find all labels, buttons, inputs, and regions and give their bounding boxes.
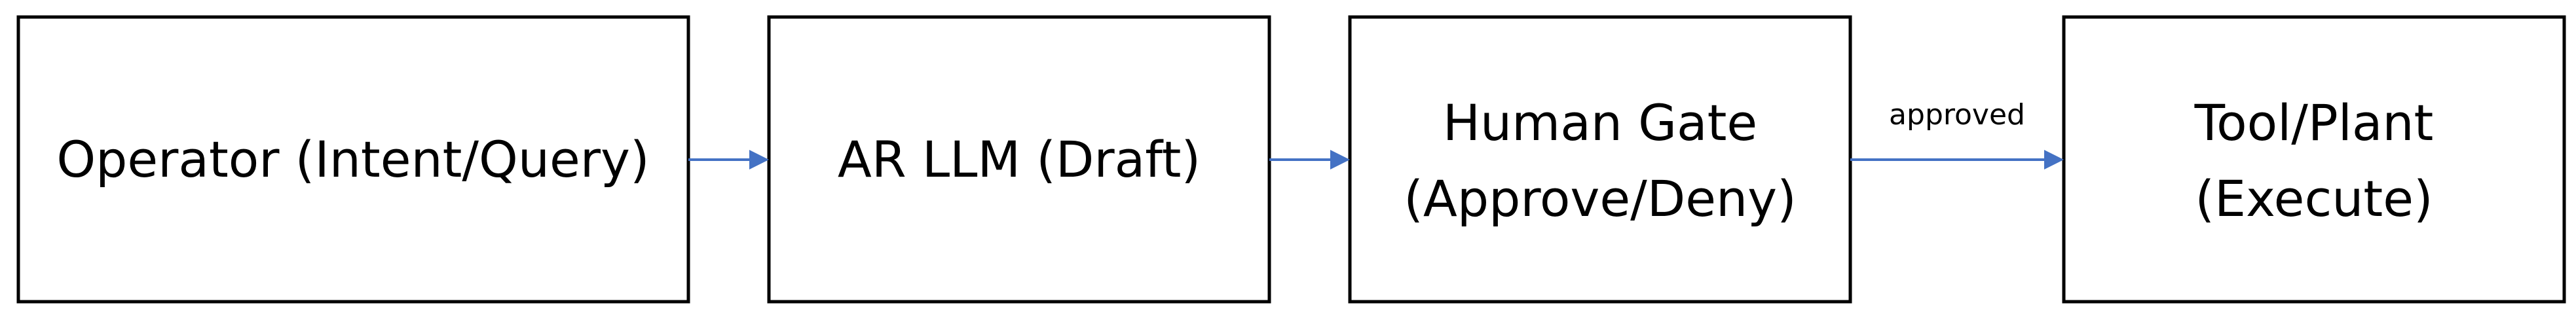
node-human-gate-label-line1: Human Gate bbox=[1443, 94, 1757, 152]
node-human-gate-box bbox=[1348, 15, 1852, 304]
arrowhead-icon bbox=[749, 150, 769, 169]
edge-operator-to-ar-llm bbox=[688, 150, 769, 169]
node-operator-label: Operator (Intent/Query) bbox=[56, 130, 649, 188]
edge-human-gate-to-tool-plant: approved bbox=[1850, 98, 2064, 169]
arrowhead-icon bbox=[2044, 150, 2064, 169]
node-ar-llm: AR LLM (Draft) bbox=[767, 15, 1271, 304]
node-ar-llm-box bbox=[767, 15, 1271, 304]
node-tool-plant-label-line2: (Execute) bbox=[2195, 169, 2433, 228]
node-tool-plant-box bbox=[2062, 15, 2566, 304]
node-tool-plant: Tool/Plant (Execute) bbox=[2062, 15, 2566, 304]
edge-ar-llm-to-human-gate bbox=[1269, 150, 1350, 169]
node-human-gate-label-line2: (Approve/Deny) bbox=[1404, 169, 1797, 228]
edge-label-approved: approved bbox=[1889, 98, 2025, 132]
node-ar-llm-label: AR LLM (Draft) bbox=[838, 130, 1201, 188]
node-tool-plant-label-line1: Tool/Plant bbox=[2194, 94, 2434, 152]
node-human-gate: Human Gate (Approve/Deny) bbox=[1348, 15, 1852, 304]
arrowhead-icon bbox=[1330, 150, 1350, 169]
node-operator: Operator (Intent/Query) bbox=[16, 15, 690, 304]
node-operator-box bbox=[16, 15, 690, 304]
